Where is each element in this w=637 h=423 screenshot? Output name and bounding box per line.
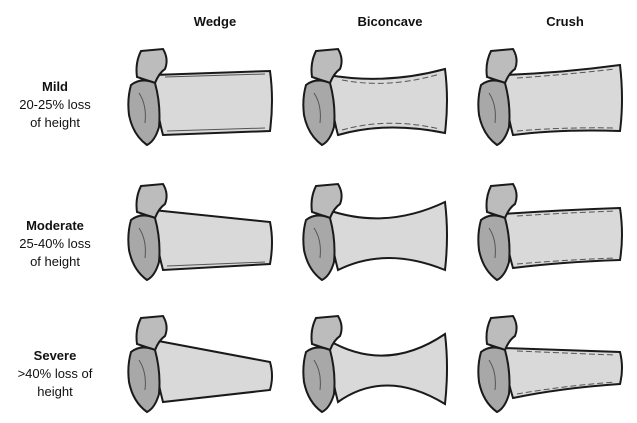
column-header-crush: Crush bbox=[490, 14, 637, 29]
vertebra-crush-mild-icon bbox=[475, 45, 630, 150]
vertebra-biconcave-severe-icon bbox=[300, 312, 455, 417]
row-label-moderate: Moderate 25-40% loss of height bbox=[0, 217, 110, 271]
grade-label: Moderate bbox=[0, 217, 110, 235]
grade-label: Mild bbox=[0, 78, 110, 96]
grade-description: of height bbox=[0, 253, 110, 271]
column-header-wedge: Wedge bbox=[140, 14, 290, 29]
row-label-mild: Mild 20-25% loss of height bbox=[0, 78, 110, 132]
grade-description: >40% loss of bbox=[0, 365, 110, 383]
vertebra-wedge-severe-icon bbox=[125, 312, 280, 417]
vertebra-crush-severe-icon bbox=[475, 312, 630, 417]
vertebra-biconcave-moderate-icon bbox=[300, 180, 455, 285]
vertebra-wedge-mild-icon bbox=[125, 45, 280, 150]
grade-description: height bbox=[0, 383, 110, 401]
grade-description: 20-25% loss bbox=[0, 96, 110, 114]
vertebra-biconcave-mild-icon bbox=[300, 45, 455, 150]
grade-label: Severe bbox=[0, 347, 110, 365]
grade-description: 25-40% loss bbox=[0, 235, 110, 253]
column-header-biconcave: Biconcave bbox=[315, 14, 465, 29]
grade-description: of height bbox=[0, 114, 110, 132]
vertebra-crush-moderate-icon bbox=[475, 180, 630, 285]
row-label-severe: Severe >40% loss of height bbox=[0, 347, 110, 401]
vertebra-wedge-moderate-icon bbox=[125, 180, 280, 285]
